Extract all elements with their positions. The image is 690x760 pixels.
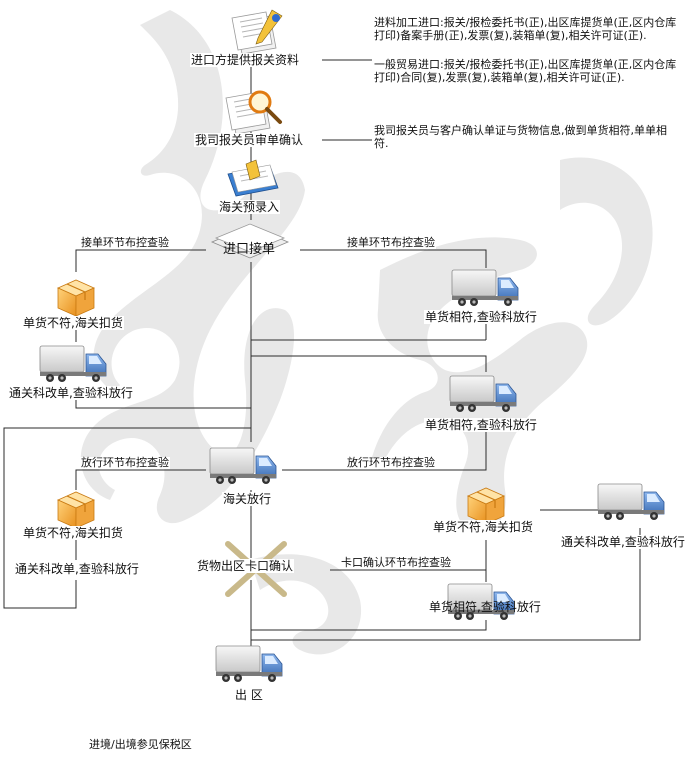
document-stack-icon	[210, 223, 290, 259]
docs-note-2: 一般贸易进口:报关/报检委托书(正),出区库提货单(正,区内仓库打印)合同(复)…	[374, 58, 677, 84]
edge-label-release-right: 放行环节布控查验	[346, 456, 436, 469]
node-right-match-3: 单货相符,查验科放行	[429, 600, 541, 614]
cargo-box-icon	[467, 487, 505, 525]
edge-label-release-left: 放行环节布控查验	[80, 456, 170, 469]
truck-icon	[597, 483, 665, 521]
node-right-match-2: 单货相符,查验科放行	[424, 418, 538, 432]
truck-icon	[209, 447, 277, 485]
node-left-fix-1: 通关科改单,查验科放行	[8, 386, 134, 400]
footer-note: 进境/出境参见保税区	[89, 738, 192, 751]
node-right-match-1: 单货相符,查验科放行	[424, 310, 538, 324]
node-gate-confirm: 货物出区卡口确认	[196, 559, 295, 573]
truck-icon	[215, 645, 283, 683]
node-left-mismatch-2: 单货不符,海关扣货	[22, 526, 124, 540]
node-right-mismatch-3: 单货不符,海关扣货	[432, 520, 534, 534]
notebook-pencil-icon	[227, 159, 279, 197]
edge-label-receipt-right: 接单环节布控查验	[346, 236, 436, 249]
node-customs-preentry: 海关预录入	[218, 200, 281, 214]
node-broker-review: 我司报关员审单确认	[194, 133, 305, 147]
magnifier-documents-icon	[225, 90, 282, 135]
documents-pen-icon	[231, 9, 283, 55]
edge-label-receipt-left: 接单环节布控查验	[80, 236, 170, 249]
node-import-receipt: 进口接单	[223, 242, 276, 257]
cargo-box-icon	[57, 491, 95, 529]
node-right-fix-3: 通关科改单,查验科放行	[560, 535, 686, 549]
node-exit-zone: 出 区	[234, 688, 264, 702]
truck-icon	[451, 269, 519, 307]
docs-note-1: 进料加工进口:报关/报检委托书(正),出区库提货单(正,区内仓库打印)备案手册(…	[374, 16, 677, 42]
cargo-box-icon	[57, 279, 95, 317]
node-left-fix-2: 通关科改单,查验科放行	[14, 562, 140, 576]
node-left-mismatch-1: 单货不符,海关扣货	[22, 316, 124, 330]
node-customs-release: 海关放行	[222, 492, 273, 506]
node-importer-docs: 进口方提供报关资料	[190, 53, 301, 67]
edge-label-gate-right: 卡口确认环节布控查验	[340, 556, 452, 569]
connector-lines	[3, 32, 641, 648]
review-note: 我司报关员与客户确认单证与货物信息,做到单货相符,单单相符.	[374, 124, 667, 150]
